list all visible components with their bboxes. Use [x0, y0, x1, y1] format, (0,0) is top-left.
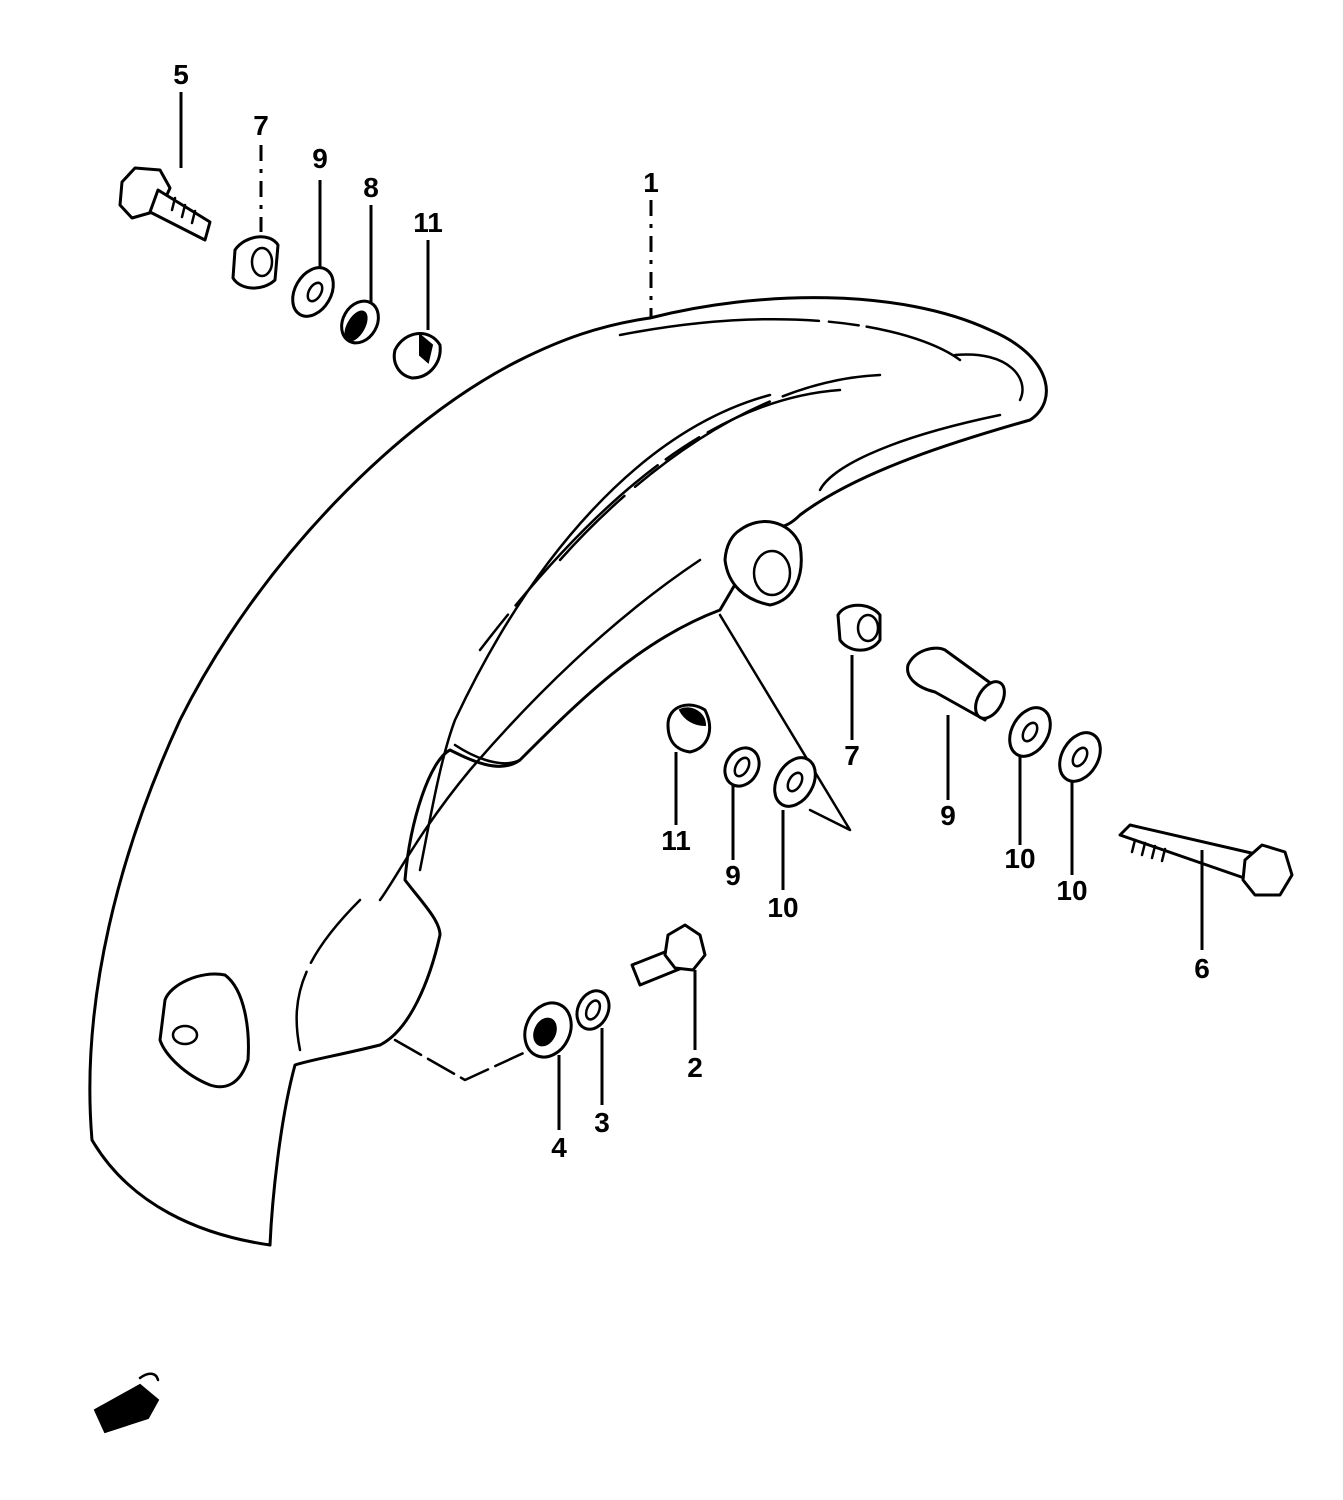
front-direction-arrow-icon [93, 1372, 160, 1434]
label-part-9-top: 8 [363, 172, 379, 203]
nut-part-11-top [392, 332, 442, 380]
front-fender [88, 296, 1048, 1247]
washer-part-10-right-a [1008, 706, 1052, 758]
bolt-part-5 [118, 166, 212, 242]
label-part-10-right-b: 10 [1056, 875, 1087, 906]
label-part-10-mid: 10 [767, 892, 798, 923]
label-part-11-top: 11 [413, 207, 443, 238]
label-part-7-top: 7 [253, 110, 269, 141]
label-part-6: 6 [1194, 953, 1210, 984]
label-part-8: 9 [940, 800, 956, 831]
leader-lines [179, 92, 1204, 1130]
lockwasher-part-9-top [340, 299, 380, 345]
lockwasher-part-9-mid [723, 746, 761, 788]
label-part-7-right: 7 [844, 740, 860, 771]
label-part-3: 3 [594, 1107, 610, 1138]
label-part-2: 2 [687, 1052, 703, 1083]
label-part-10-top: 9 [312, 143, 328, 174]
part-labels: 5 7 9 8 11 1 7 9 10 10 6 11 9 10 2 3 4 [173, 59, 1210, 1163]
spacer-part-8 [906, 646, 1006, 722]
label-part-4: 4 [551, 1132, 567, 1163]
label-part-1: 1 [643, 167, 659, 198]
bolt-part-6 [1118, 823, 1294, 897]
nut-part-11-mid [666, 703, 711, 754]
label-part-9-mid: 9 [725, 860, 741, 891]
label-part-10-right-a: 10 [1004, 843, 1035, 874]
label-part-5: 5 [173, 59, 189, 90]
washer-part-10-mid [773, 756, 817, 808]
label-part-11-mid: 11 [661, 825, 691, 856]
bolt-part-2 [630, 923, 707, 987]
washer-part-10-top [291, 266, 335, 318]
collar-part-7-right [836, 603, 882, 652]
grommet-part-4 [523, 1001, 573, 1059]
washer-part-10-right-b [1058, 731, 1102, 783]
lockwasher-part-3 [575, 989, 611, 1031]
collar-part-7-top [231, 235, 280, 290]
